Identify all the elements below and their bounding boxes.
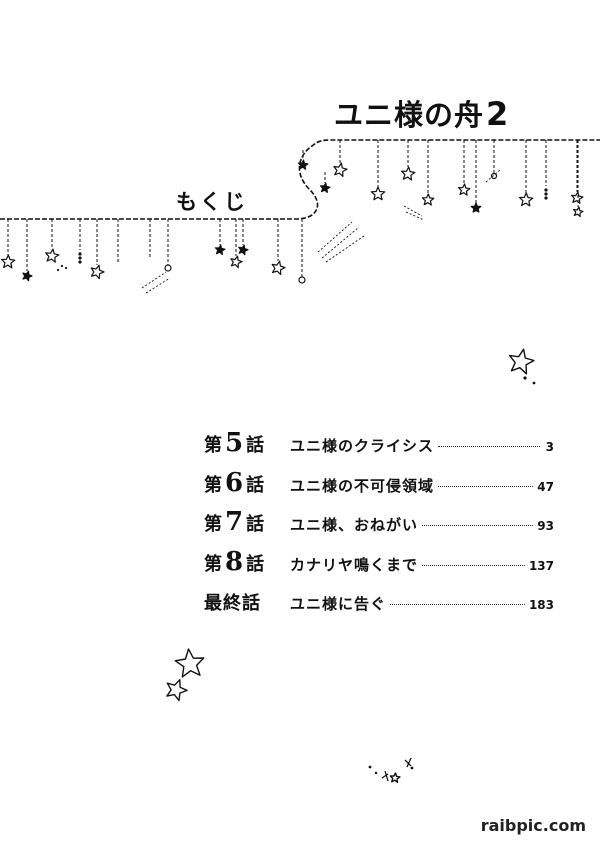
chapter-title: ユニ様の不可侵領域: [290, 476, 435, 495]
star-icon: [90, 264, 105, 280]
star-icon: [370, 186, 386, 201]
star-icon: [333, 162, 348, 177]
page-number: 183: [528, 598, 554, 612]
star-icon: [421, 193, 435, 206]
dot-icon: [78, 256, 82, 260]
star-icon: [319, 182, 331, 193]
star-icon: [45, 248, 60, 263]
page-number: 137: [528, 558, 554, 573]
star-icon: [401, 166, 416, 181]
dot-icon: [544, 196, 548, 200]
star-icon: [214, 244, 226, 255]
star-icon: [297, 159, 309, 170]
dotted-leader: [422, 525, 534, 526]
volume-number: 2: [486, 95, 510, 133]
garland-line: [0, 139, 600, 220]
page-title: ユニ様の舟2: [334, 92, 509, 134]
star-icon: [470, 202, 482, 213]
chapter-label: 最終話: [204, 593, 261, 614]
star-icon: [509, 348, 535, 375]
dotted-leader: [438, 485, 534, 487]
dot-icon: [544, 192, 548, 196]
dotted-leader: [438, 446, 540, 447]
dot-icon: [78, 252, 82, 256]
comet-streaks: [141, 169, 501, 294]
chapter-title: カナリヤ鳴くまで: [290, 555, 419, 574]
star-icon: [571, 191, 584, 204]
star-icon: [0, 254, 16, 269]
star-icon: [174, 648, 205, 678]
circle-icon: [298, 276, 306, 284]
dotted-leader: [390, 604, 525, 605]
contents-heading: もくじ: [176, 189, 248, 214]
dot-icon: [78, 260, 82, 264]
star-icon: [457, 183, 471, 196]
watermark: raibpic.com: [480, 816, 586, 835]
chapter-title: ユニ様、おねがい: [290, 516, 419, 534]
star-icon: [573, 206, 584, 218]
star-icon: [518, 192, 534, 207]
page-number: 93: [537, 519, 554, 533]
chapter-title: ユニ様に告ぐ: [290, 595, 387, 613]
chapter-title: ユニ様のクライシス: [290, 437, 435, 455]
dot-icon: [544, 188, 548, 192]
circle-icon: [164, 264, 172, 272]
page-number: 47: [537, 479, 554, 494]
star-icon: [389, 772, 401, 783]
circle-icon: [490, 172, 498, 180]
title-text: ユニ様の舟: [334, 98, 485, 132]
stray-stars: [166, 348, 535, 783]
toc-row[interactable]: 最終話 ユニ様に告ぐ 183: [204, 586, 554, 626]
star-icon: [230, 255, 243, 269]
page-number: 3: [545, 440, 554, 454]
dotted-leader: [422, 564, 525, 566]
star-icon: [238, 244, 249, 256]
star-icon: [271, 260, 286, 276]
star-icon: [22, 270, 33, 282]
star-icon: [166, 679, 188, 702]
